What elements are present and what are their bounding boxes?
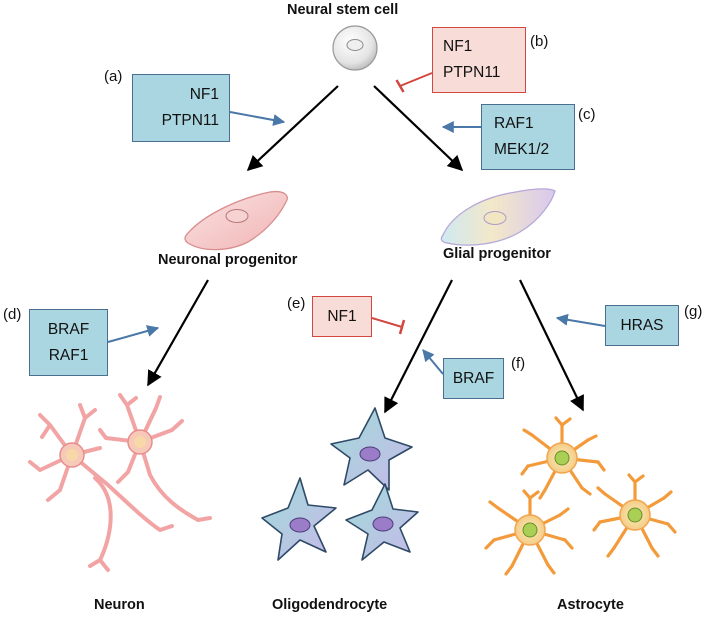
box-e-nf1: NF1 (312, 296, 372, 337)
box-b-nf1-ptpn11: NF1 PTPN11 (432, 27, 526, 93)
neuron-cell-2 (98, 393, 212, 522)
label-a: (a) (104, 68, 123, 85)
arrow-e-inhibit (371, 317, 406, 335)
box-a-nf1-ptpn11: NF1 PTPN11 (132, 74, 230, 142)
box-a-line-2: PTPN11 (161, 112, 219, 129)
astrocyte-cell-2 (484, 489, 574, 576)
arrow-g-promote (555, 313, 606, 327)
box-b-line-1: NF1 (443, 38, 473, 55)
box-g-hras: HRAS (605, 305, 679, 346)
arrow-glial-to-astrocyte (519, 279, 584, 412)
title-oligodendrocyte: Oligodendrocyte (272, 597, 388, 613)
arrow-a-promote (229, 111, 286, 126)
box-f-line-1: BRAF (452, 369, 495, 387)
box-f-braf: BRAF (443, 358, 504, 399)
neuron-cell-2-body (127, 429, 153, 455)
box-d-braf-raf1: BRAF RAF1 (29, 309, 108, 376)
arrow-b-inhibit (395, 72, 433, 93)
box-g-line-1: HRAS (620, 316, 664, 334)
box-b-line-2: PTPN11 (443, 64, 501, 81)
box-a-line-1: NF1 (189, 86, 219, 103)
glial-progenitor-shape (440, 188, 556, 246)
box-c-raf1-mek12: RAF1 MEK1/2 (481, 104, 575, 170)
oligodendrocyte-cell-1 (330, 407, 413, 491)
box-d-line-2: RAF1 (48, 346, 89, 364)
oligodendrocyte-cell-2 (261, 477, 337, 561)
label-g: (g) (684, 303, 703, 320)
arrow-glial-to-oligodendrocyte (384, 279, 453, 414)
neural-stem-cell-shape (332, 25, 378, 71)
label-b: (b) (530, 33, 549, 50)
label-d: (d) (3, 306, 22, 323)
label-e: (e) (287, 295, 306, 312)
arrow-stem-to-glial-progenitor (373, 85, 464, 172)
neuronal-progenitor-shape (184, 190, 288, 251)
title-neural-stem-cell: Neural stem cell (287, 2, 399, 18)
astrocyte-cell-1 (520, 416, 606, 500)
box-d-line-1: BRAF (47, 320, 90, 338)
label-c: (c) (578, 106, 596, 123)
title-neuron: Neuron (94, 597, 145, 613)
oligodendrocyte-cell-3 (345, 483, 419, 561)
box-c-line-1: RAF1 (494, 115, 534, 132)
title-glial-progenitor: Glial progenitor (443, 246, 551, 262)
box-e-line-1: NF1 (327, 307, 357, 325)
arrow-neuronal-progenitor-to-neuron (147, 279, 209, 387)
title-astrocyte: Astrocyte (557, 597, 624, 613)
arrow-d-promote (107, 325, 160, 343)
arrow-f-promote (422, 349, 444, 375)
arrow-stem-to-neuronal-progenitor (246, 85, 339, 172)
title-neuronal-progenitor: Neuronal progenitor (158, 252, 298, 268)
astrocyte-cell-3 (592, 473, 677, 558)
label-f: (f) (511, 355, 526, 372)
neuron-cell-1-body (59, 442, 85, 468)
box-c-line-2: MEK1/2 (494, 141, 550, 158)
